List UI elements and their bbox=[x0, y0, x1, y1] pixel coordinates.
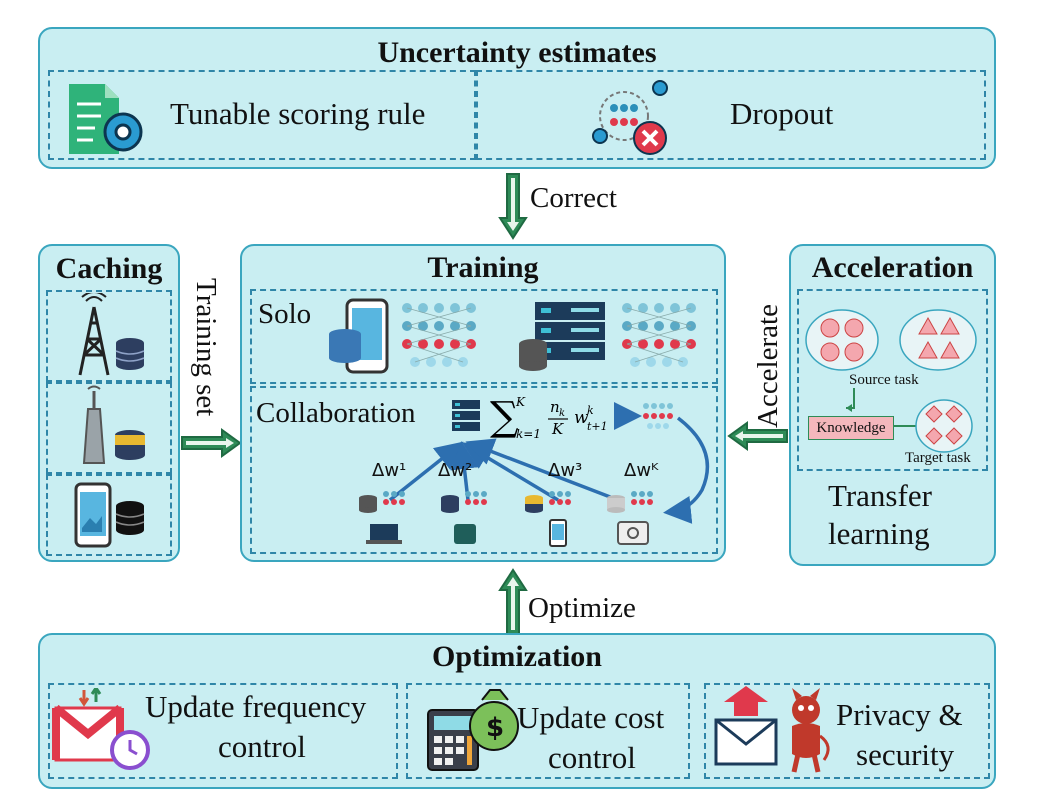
svg-text:k=1: k=1 bbox=[516, 427, 541, 441]
scoring-document-gear-icon bbox=[69, 84, 143, 154]
mail-devil-icon bbox=[714, 686, 830, 773]
transfer-learning-line1: Transfer bbox=[828, 478, 932, 513]
solo-label: Solo bbox=[258, 298, 312, 330]
acceleration-title: Acceleration bbox=[811, 251, 974, 284]
uncertainty-panel bbox=[38, 27, 996, 169]
target-task-icon bbox=[915, 399, 973, 453]
training-set-label: Training set bbox=[190, 278, 222, 417]
collaboration-arrows bbox=[388, 402, 710, 524]
collaboration-label: Collaboration bbox=[256, 397, 416, 429]
svg-text:$: $ bbox=[486, 713, 504, 743]
svg-text:k: k bbox=[559, 408, 565, 419]
training-title: Training bbox=[427, 251, 539, 284]
privacy-security-line1: Privacy & bbox=[836, 697, 963, 732]
optimization-title: Optimization bbox=[432, 640, 602, 673]
svg-text:K: K bbox=[551, 420, 564, 438]
dropout-box bbox=[476, 70, 986, 160]
delta-wk-label: Δwᴷ bbox=[624, 460, 659, 481]
svg-text:w: w bbox=[574, 408, 589, 428]
client-laptop-icon bbox=[359, 491, 405, 544]
collaboration-box bbox=[250, 386, 718, 554]
source-task-label: Source task bbox=[849, 372, 919, 388]
client-phone-icon bbox=[525, 491, 571, 547]
svg-text:n: n bbox=[550, 398, 560, 416]
update-cost-line1: Update cost bbox=[517, 700, 665, 735]
delta-w3-label: Δw³ bbox=[548, 460, 583, 481]
correct-label: Correct bbox=[530, 182, 617, 214]
privacy-security-line2: security bbox=[856, 737, 955, 772]
cell-tower-database-icon bbox=[78, 293, 145, 376]
aggregation-server-icon bbox=[452, 400, 480, 431]
mail-timer-icon bbox=[52, 688, 150, 770]
cache-tower-box bbox=[46, 290, 172, 382]
correct-arrow-icon bbox=[498, 173, 528, 240]
training-set-arrow-icon bbox=[181, 428, 242, 458]
caching-title: Caching bbox=[55, 252, 163, 285]
privacy-security-box bbox=[704, 683, 990, 779]
svg-text:∑: ∑ bbox=[490, 394, 519, 440]
transfer-diagram-box bbox=[797, 289, 988, 471]
client-device-icon bbox=[607, 491, 653, 545]
training-panel bbox=[240, 244, 726, 562]
client-computer-icon bbox=[441, 491, 487, 544]
update-cost-box bbox=[406, 683, 690, 779]
optimize-arrow-icon bbox=[498, 568, 528, 635]
svg-text:k: k bbox=[587, 404, 594, 417]
svg-text:t+1: t+1 bbox=[587, 420, 608, 433]
update-frequency-line1: Update frequency bbox=[145, 689, 367, 724]
solo-box bbox=[250, 289, 718, 384]
delta-w2-label: Δw² bbox=[438, 460, 473, 481]
dropout-network-icon bbox=[592, 80, 668, 155]
solo-server-network-icon bbox=[519, 302, 696, 371]
solo-phone-network-icon bbox=[329, 298, 476, 374]
tunable-scoring-label: Tunable scoring rule bbox=[170, 96, 426, 131]
update-cost-line2: control bbox=[548, 740, 636, 775]
dropout-label: Dropout bbox=[730, 96, 834, 131]
transfer-learning-line2: learning bbox=[828, 516, 930, 551]
update-frequency-box bbox=[48, 683, 398, 779]
accelerate-arrow-icon bbox=[727, 421, 788, 451]
cache-phone-box bbox=[46, 474, 172, 556]
source-task-icon bbox=[805, 309, 977, 371]
global-model-icon bbox=[643, 403, 673, 429]
optimization-panel bbox=[38, 633, 996, 789]
uncertainty-title: Uncertainty estimates bbox=[377, 36, 657, 69]
update-frequency-line2: control bbox=[218, 729, 306, 764]
delta-w1-label: Δw¹ bbox=[372, 460, 407, 481]
svg-text:K: K bbox=[515, 395, 526, 409]
optimize-label: Optimize bbox=[528, 592, 636, 624]
router-database-icon bbox=[82, 385, 145, 464]
tunable-scoring-box bbox=[48, 70, 476, 160]
fedavg-formula: ∑ K k=1 n k K w k t+1 bbox=[490, 394, 608, 441]
phone-database-icon bbox=[74, 482, 145, 548]
target-task-label: Target task bbox=[905, 450, 971, 466]
cache-router-box bbox=[46, 382, 172, 474]
accelerate-label: Accelerate bbox=[752, 304, 784, 428]
knowledge-box: Knowledge bbox=[808, 416, 894, 440]
calculator-money-icon: $ bbox=[427, 689, 519, 771]
